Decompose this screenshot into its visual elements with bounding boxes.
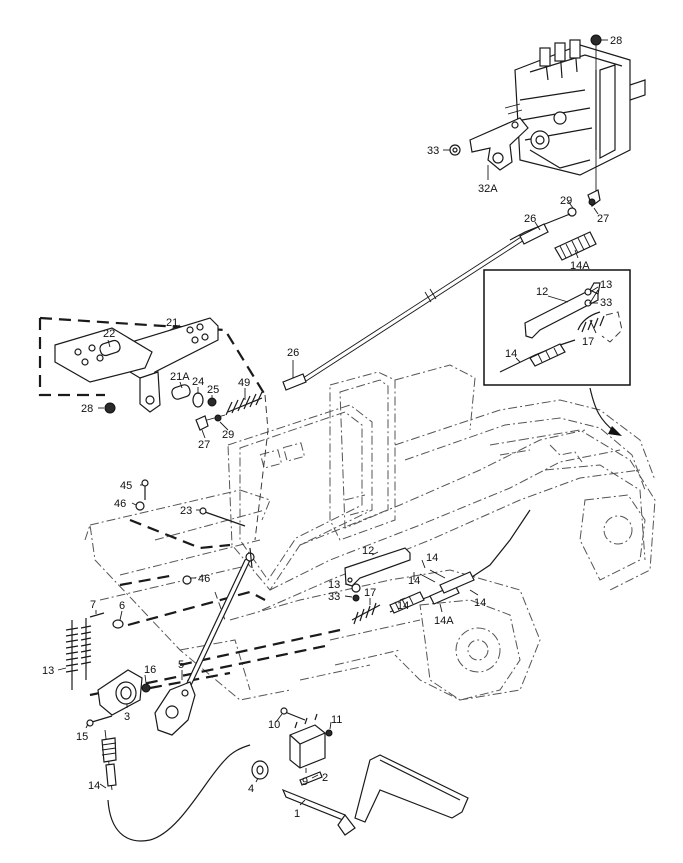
spring-17-lower <box>351 602 381 625</box>
springs-13 <box>65 618 92 690</box>
rod-end-27-mid <box>195 414 226 431</box>
callout-33: 33 <box>600 297 612 309</box>
callout-3: 3 <box>124 711 130 723</box>
spring-49 <box>225 391 263 416</box>
callout-33: 33 <box>427 145 439 157</box>
callout-27: 27 <box>597 213 609 225</box>
callout-16: 16 <box>144 664 156 676</box>
ferrule-26-mid <box>282 373 307 391</box>
callout-14A: 14A <box>570 260 590 272</box>
washer-24 <box>192 392 204 408</box>
callout-29: 29 <box>560 195 572 207</box>
callout-45: 45 <box>120 480 132 492</box>
callout-14: 14 <box>408 575 420 587</box>
callout-46: 46 <box>114 498 126 510</box>
bracket-32A <box>469 117 529 171</box>
callout-13: 13 <box>328 579 340 591</box>
tractor-frame <box>84 364 656 701</box>
callout-33: 33 <box>328 591 340 603</box>
clip-25 <box>207 397 217 407</box>
rod-end-27-top <box>587 189 601 207</box>
callout-9: 9 <box>302 776 308 788</box>
callout-25: 25 <box>207 384 219 396</box>
shaft-1 <box>281 754 469 836</box>
bushing-21A <box>171 384 191 400</box>
cable-14-loop <box>101 729 251 842</box>
nut-46-lower <box>182 575 192 585</box>
leader-lines <box>57 39 608 806</box>
callout-11: 11 <box>331 714 342 726</box>
callout-labels: 28 33 32A 29 27 26 14A 12 13 33 17 14 21… <box>42 35 622 820</box>
callout-14: 14 <box>474 597 486 609</box>
bolt-15 <box>86 715 113 727</box>
callout-6: 6 <box>119 600 125 612</box>
bolt-45 <box>141 479 149 500</box>
bushing-22 <box>99 339 121 357</box>
callout-1: 1 <box>294 808 300 820</box>
nut-28-top <box>590 34 602 195</box>
pin-7 <box>89 612 105 618</box>
callout-2: 2 <box>322 772 328 784</box>
callout-5: 5 <box>178 659 184 671</box>
bracket-3 <box>97 669 143 716</box>
callout-13: 13 <box>600 279 612 291</box>
callout-14: 14 <box>397 600 409 612</box>
callout-4: 4 <box>248 783 254 795</box>
nut-28-mid <box>104 402 116 414</box>
callout-26: 26 <box>287 347 299 359</box>
bolt-16 <box>141 683 151 693</box>
callout-46: 46 <box>198 573 210 585</box>
bushing-4 <box>251 760 269 780</box>
callout-10: 10 <box>268 719 280 731</box>
callout-14: 14 <box>505 348 517 360</box>
injection-pump <box>504 39 646 176</box>
callout-24: 24 <box>192 376 204 388</box>
callout-27: 27 <box>198 439 210 451</box>
callout-12: 12 <box>362 545 374 557</box>
callout-17: 17 <box>364 587 376 599</box>
switch-9 <box>289 713 326 769</box>
callout-28: 28 <box>610 35 622 47</box>
callout-14: 14 <box>88 780 100 792</box>
callout-17: 17 <box>582 336 594 348</box>
nut-11 <box>325 729 333 737</box>
lever-5 <box>154 681 196 736</box>
callout-7: 7 <box>90 599 96 611</box>
linkage-rod <box>176 547 255 704</box>
bolt-23 <box>199 507 246 527</box>
washers-13-33-lower <box>351 583 361 602</box>
bolt-10 <box>280 707 306 721</box>
callout-26: 26 <box>524 213 536 225</box>
callout-14A: 14A <box>434 615 454 627</box>
nut-46-upper <box>135 501 145 511</box>
callout-49: 49 <box>238 377 250 389</box>
callout-13: 13 <box>42 665 54 677</box>
callout-23: 23 <box>180 505 192 517</box>
callout-21A: 21A <box>170 371 190 383</box>
bracket-12-lower <box>344 547 411 587</box>
callout-28: 28 <box>81 403 93 415</box>
callout-22: 22 <box>103 328 115 340</box>
throttle-cable-lower <box>389 509 531 614</box>
detail-inset <box>483 269 631 386</box>
callout-15: 15 <box>76 731 88 743</box>
callout-32A: 32A <box>478 183 498 195</box>
callout-14: 14 <box>426 552 438 564</box>
callout-29: 29 <box>222 429 234 441</box>
callout-21: 21 <box>166 317 178 329</box>
callout-12: 12 <box>536 286 548 298</box>
washer-6 <box>112 619 124 629</box>
nut-33-top <box>449 144 461 156</box>
inset-arrow <box>589 387 622 436</box>
